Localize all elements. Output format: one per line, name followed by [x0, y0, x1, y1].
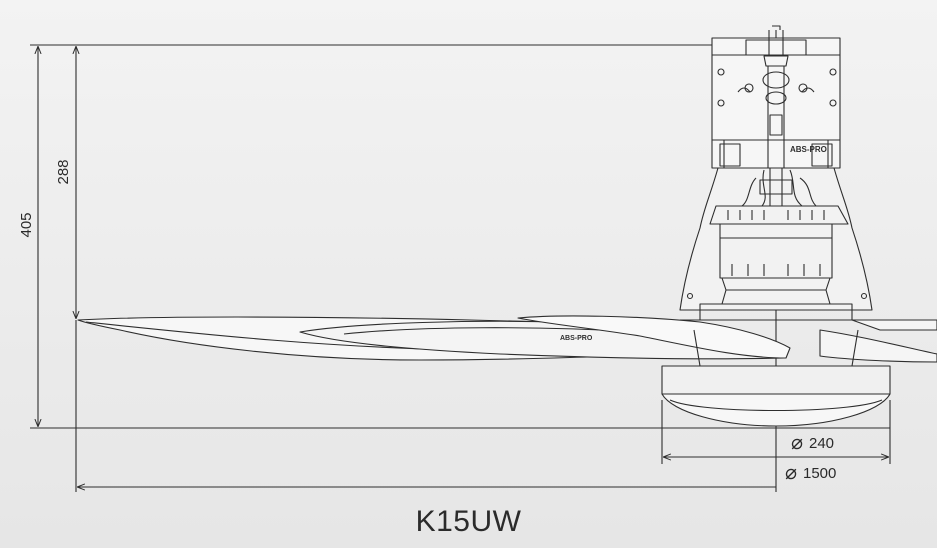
- motor-housing: [686, 205, 868, 300]
- dimension-288-label: 288: [55, 159, 72, 184]
- model-name: K15UW: [415, 505, 522, 538]
- dimension-1500-label: 1500: [803, 465, 836, 482]
- fan-blade-front: [517, 315, 791, 359]
- canopy-dome: [679, 167, 873, 311]
- diameter-240-symbol: ⌀: [791, 432, 803, 454]
- fan-blade-right-lower: [819, 329, 937, 363]
- blade-marking: ABS-PRO: [560, 335, 593, 342]
- fan-body: ABS-PRO: [77, 25, 937, 427]
- motor-top-marking: ABS-PRO: [790, 145, 827, 154]
- fan-blade-right: [851, 319, 937, 331]
- rotor-hub: [680, 289, 880, 321]
- mounting-bracket: [711, 37, 841, 169]
- wiring-bundle: [741, 168, 817, 207]
- diameter-1500-symbol: ⌀: [785, 462, 797, 484]
- light-kit: [661, 329, 891, 427]
- down-rod: ABS-PRO: [762, 25, 827, 168]
- dimension-405-label: 405: [18, 212, 35, 237]
- dimension-240-label: 240: [809, 435, 834, 452]
